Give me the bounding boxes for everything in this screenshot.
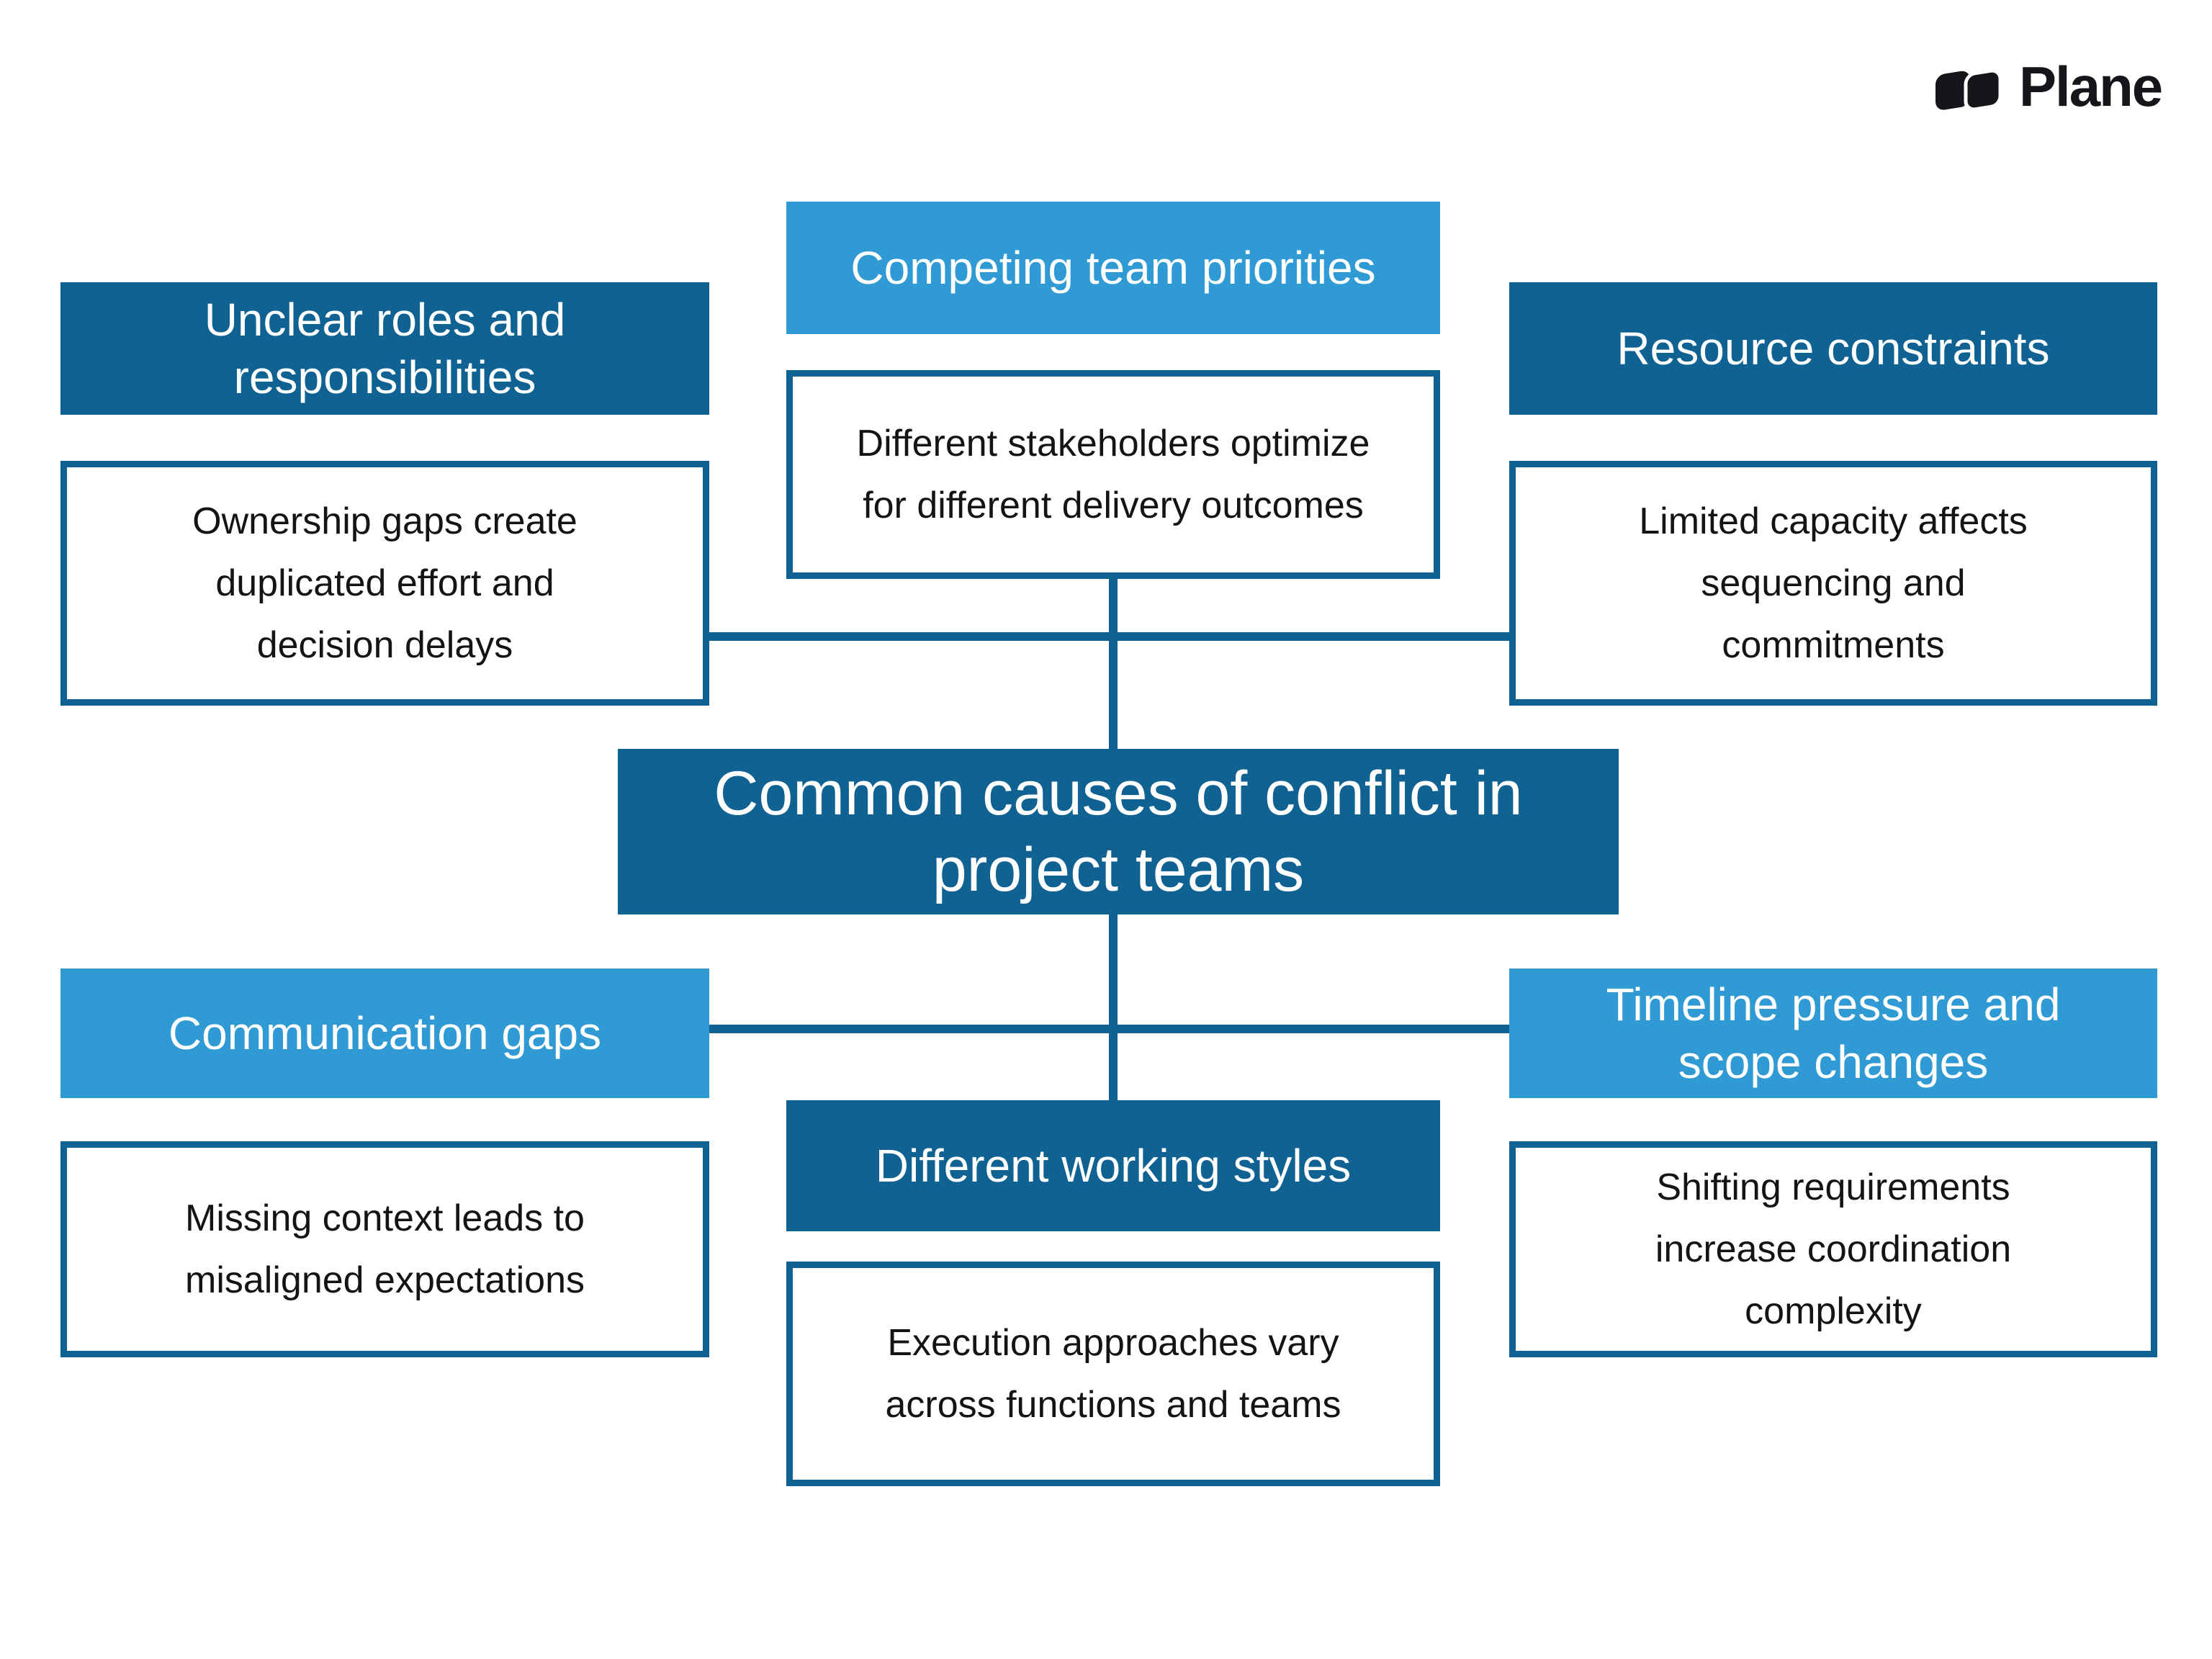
connector-bottom-vertical — [1109, 912, 1118, 1105]
node-detail-communication-gaps: Missing context leads to misaligned expe… — [60, 1141, 709, 1357]
node-detail-resource-constraints: Limited capacity affects sequencing and … — [1509, 461, 2157, 706]
node-detail-working-styles: Execution approaches vary across functio… — [786, 1262, 1440, 1486]
node-detail-timeline-pressure: Shifting requirements increase coordinat… — [1509, 1141, 2157, 1357]
node-header-resource-constraints: Resource constraints — [1509, 282, 2157, 415]
node-header-working-styles: Different working styles — [786, 1100, 1440, 1231]
plane-logo: Plane — [1928, 55, 2163, 118]
plane-logo-mark — [1928, 60, 2009, 112]
connector-bottom-horizontal — [706, 1025, 1515, 1033]
connector-top-vertical — [1109, 576, 1118, 753]
node-header-competing-priorities: Competing team priorities — [786, 202, 1440, 334]
plane-logo-text: Plane — [2019, 55, 2163, 118]
node-header-communication-gaps: Communication gaps — [60, 968, 709, 1098]
node-detail-unclear-roles: Ownership gaps create duplicated effort … — [60, 461, 709, 706]
node-header-unclear-roles: Unclear roles and responsibilities — [60, 282, 709, 415]
node-header-timeline-pressure: Timeline pressure and scope changes — [1509, 968, 2157, 1098]
node-detail-competing-priorities: Different stakeholders optimize for diff… — [786, 370, 1440, 579]
center-title: Common causes of conflict in project tea… — [618, 749, 1619, 914]
